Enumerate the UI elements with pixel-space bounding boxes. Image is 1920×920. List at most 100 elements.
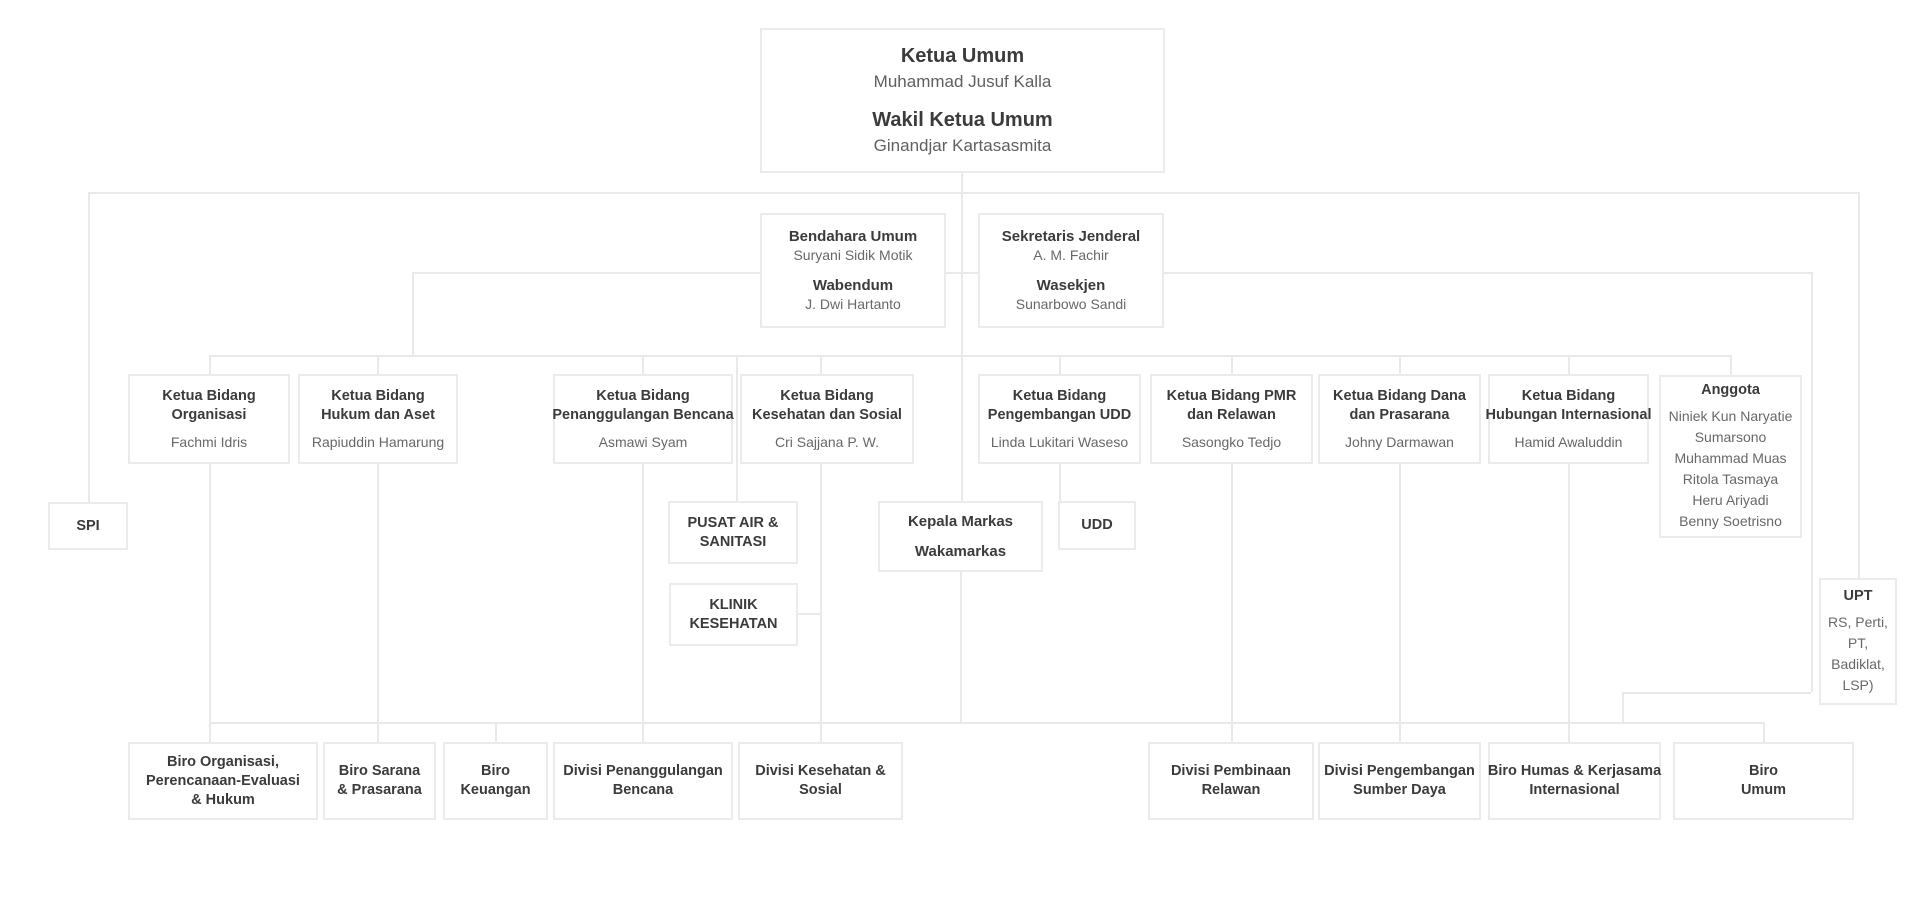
connector-line [1059,464,1061,501]
node-title: Ketua Bidang [162,387,256,404]
node-name: PT, [1847,635,1869,651]
node-title: Keuangan [460,782,531,798]
node-name: Sasongko Tedjo [1181,433,1282,450]
node-name: Asmawi Syam [598,433,688,450]
connector-line [377,355,379,374]
node-title: Divisi Pembinaan [1170,763,1292,779]
connector-line [1399,355,1401,374]
connector-line [642,355,644,374]
node-title: Biro Humas & Kerjasama [1487,763,1662,779]
org-node-pusat-air-sanitasi: PUSAT AIR &SANITASI [668,501,798,564]
node-title: Sosial [799,782,842,798]
node-title: Ketua Bidang [780,387,874,404]
org-node-biro-sarana-prasarana: Biro Sarana& Prasarana [323,742,436,820]
node-title: Ketua Bidang Dana [1333,387,1466,404]
node-title: Biro [481,763,510,779]
connector-line [1399,464,1401,742]
node-title: Internasional [1529,782,1620,798]
node-title: Sumber Daya [1353,782,1446,798]
node-title: Penanggulangan Bencana [552,406,734,423]
connector-line [209,355,211,374]
node-name: Johny Darmawan [1345,433,1454,450]
node-title: Ketua Bidang [596,387,690,404]
connector-line [209,464,211,742]
connector-line [1811,272,1813,692]
node-name: Hamid Awaluddin [1514,433,1623,450]
node-name: Rapiuddin Hamarung [311,433,445,450]
connector-line [412,272,414,355]
node-title: Divisi Pengembangan [1324,763,1475,779]
node-title: Bencana [612,782,674,798]
connector-line [1622,692,1811,694]
node-name: Linda Lukitari Waseso [990,433,1129,450]
connector-line [88,192,1858,194]
connector-line [209,722,1763,724]
node-title: Ketua Bidang [331,387,425,404]
connector-line [797,613,820,615]
node-name: Heru Ariyadi [1692,492,1769,508]
node-title: Organisasi [171,406,247,423]
node-title: KLINIK [709,596,758,613]
node-name: Ginandjar Kartasasmita [873,136,1052,155]
node-title: KESEHATAN [689,615,778,632]
node-title: Wakil Ketua Umum [872,109,1053,131]
node-title: & Hukum [191,791,255,808]
node-title: Biro [1749,763,1778,779]
org-node-spi: SPI [48,502,128,550]
connector-line [736,355,738,501]
connector-line [88,192,90,502]
connector-line [1231,355,1233,374]
connector-line [961,192,963,501]
connector-line [960,572,962,722]
node-title: Divisi Kesehatan & [755,763,886,779]
org-node-udd-unit: UDD [1058,501,1136,550]
connector-line [820,355,822,374]
node-title: Ketua Bidang PMR [1166,387,1297,404]
node-title: Hukum dan Aset [321,406,435,423]
connector-line [209,355,1730,357]
connector-line [1231,464,1233,742]
node-title: Wakamarkas [914,543,1007,560]
node-title: Bendahara Umum [788,228,918,245]
org-node-divisi-kesehatan-sosial: Divisi Kesehatan & Sosial [738,742,903,820]
connector-line [1568,464,1570,742]
node-name: RS, Perti, [1828,614,1888,630]
connector-line [961,172,963,192]
connector-line [820,464,822,742]
node-name: LSP) [1842,677,1874,693]
connector-line [1059,355,1061,374]
node-title: dan Relawan [1187,406,1276,423]
node-name: A. M. Fachir [1033,247,1109,263]
node-title: Sekretaris Jenderal [1001,228,1141,245]
node-title: Perencanaan-Evaluasi [146,772,300,789]
connector-line [495,722,497,742]
org-node-klinik-kesehatan: KLINIK KESEHATAN [669,583,798,646]
node-title: Ketua Umum [900,45,1025,67]
node-title: Wabendum [812,277,894,294]
connector-line [1730,355,1732,375]
node-title: SANITASI [699,533,767,550]
node-title: Kesehatan dan Sosial [752,406,902,423]
node-title: Ketua Bidang [1012,387,1107,404]
connector-line [377,464,379,742]
node-title: dan Prasarana [1349,406,1450,423]
node-title: UDD [1081,517,1113,533]
node-name: Niniek Kun Naryatie [1668,408,1793,424]
node-name: Muhammad Jusuf Kalla [873,72,1052,91]
node-name: Muhammad Muas [1674,450,1787,466]
node-name: Cri Sajjana P. W. [774,433,879,450]
node-name: Suryani Sidik Motik [793,247,913,263]
